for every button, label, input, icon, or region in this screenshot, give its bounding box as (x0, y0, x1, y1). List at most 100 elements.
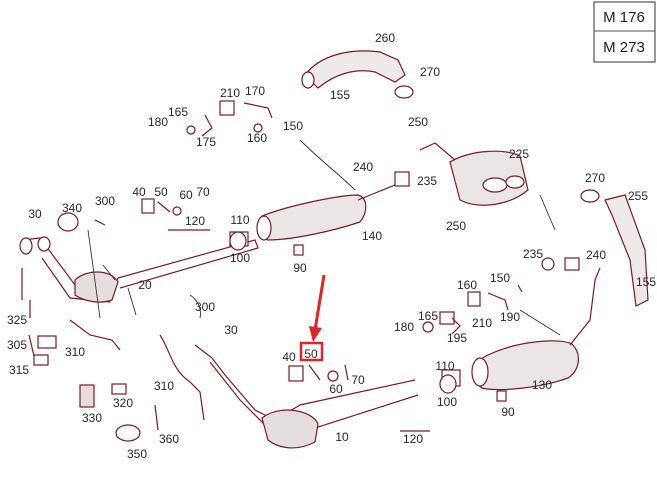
highlight-box (299, 341, 324, 362)
ring-100-upper (229, 231, 247, 251)
ring-100-lower (439, 374, 457, 394)
bolt-360 (154, 404, 159, 431)
part-160-lower (467, 291, 481, 307)
part-label-130: 130 (532, 378, 552, 392)
part-label-310: 310 (154, 379, 174, 393)
part-label-175: 175 (196, 135, 216, 149)
part-40-lower (288, 365, 304, 382)
bolt-70-lower (344, 364, 349, 381)
highlight-callout (299, 274, 326, 362)
part-label-210: 210 (220, 86, 240, 100)
part-50-lower (308, 364, 321, 381)
part-label-360: 360 (159, 432, 179, 446)
part-label-60: 60 (329, 382, 343, 396)
pipe-130-outlet (569, 267, 601, 346)
part-315 (33, 354, 49, 366)
model-code-1: M 176 (603, 9, 645, 26)
part-label-210: 210 (472, 316, 492, 330)
part-label-160: 160 (247, 131, 267, 145)
part-305-body (37, 335, 57, 349)
pipe-260 (304, 50, 406, 89)
washer-180-upper (186, 125, 196, 135)
hanger-195 (451, 317, 461, 335)
part-label-260: 260 (375, 31, 395, 45)
part-label-100: 100 (437, 395, 457, 409)
part-label-330: 330 (82, 411, 102, 425)
part-label-120: 120 (403, 432, 423, 446)
part-label-20: 20 (138, 278, 152, 292)
part-label-40: 40 (282, 350, 296, 364)
catalyst-10 (261, 409, 319, 449)
part-label-40: 40 (132, 185, 146, 199)
muffler-130 (473, 340, 579, 391)
part-label-110: 110 (435, 359, 454, 373)
part-label-165: 165 (168, 105, 188, 119)
part-label-100: 100 (230, 251, 250, 265)
clamp-350 (115, 424, 141, 442)
part-label-170: 170 (245, 84, 265, 98)
part-label-30: 30 (224, 323, 238, 337)
part-label-60: 60 (179, 188, 193, 202)
muffler-225 (449, 150, 529, 206)
leader-300-upper (127, 287, 137, 316)
lower-assembly (159, 229, 601, 449)
muffler-130-inlet (471, 357, 489, 387)
model-box: M 176 M 273 (593, 1, 656, 63)
part-340 (57, 212, 79, 232)
washer-180-lower (422, 321, 434, 333)
cable-310-upper (69, 319, 121, 351)
leader-150-muffler (299, 139, 356, 191)
part-330 (79, 384, 95, 408)
highlight-arrow-head (309, 326, 322, 342)
part-label-325: 325 (7, 313, 27, 327)
bolt-150-lower (517, 284, 523, 293)
leader-20 (102, 264, 116, 281)
part-50-upper (157, 201, 171, 213)
part-label-305: 305 (7, 338, 27, 352)
part-label-300: 300 (195, 300, 215, 314)
part-170-upper (243, 102, 273, 119)
part-label-350: 350 (127, 447, 147, 461)
clamp-270-top (394, 85, 414, 99)
part-label-255: 255 (628, 189, 648, 203)
part-label-165: 165 (418, 309, 438, 323)
pipe-260-end (301, 71, 315, 89)
model-box-frame (593, 1, 656, 63)
hanger-240-upper (394, 171, 410, 187)
front-pipe-10-top (194, 344, 416, 421)
muffler-225-outlet-1 (482, 177, 508, 193)
part-label-150: 150 (490, 271, 510, 285)
part-label-310: 310 (65, 345, 85, 359)
part-label-300: 300 (95, 194, 115, 208)
washer-60-upper (172, 206, 182, 216)
part-165-lower (439, 311, 455, 325)
part-label-30: 30 (28, 207, 42, 221)
catalyst-20 (74, 271, 119, 303)
part-label-10: 10 (335, 430, 349, 444)
part-210-upper (219, 100, 235, 116)
upper-assembly (19, 50, 649, 442)
cable-310-lower (159, 334, 205, 421)
part-label-180: 180 (148, 115, 168, 129)
part-label-70: 70 (196, 185, 210, 199)
part-label-235: 235 (523, 247, 543, 261)
muffler-140-inlet (256, 215, 272, 241)
tailpipe-255 (604, 194, 649, 307)
hanger-240-lower (564, 257, 580, 271)
part-label-240: 240 (353, 160, 373, 174)
part-label-50: 50 (154, 185, 168, 199)
nut-90-lower (496, 390, 507, 402)
leader-lines (87, 139, 561, 336)
model-code-2: M 273 (603, 39, 645, 56)
leader-300-lower (189, 294, 201, 319)
pipe-20-end-2 (37, 236, 51, 252)
part-label-225: 225 (509, 147, 529, 161)
washer-160-upper (253, 123, 263, 133)
leader-340 (87, 229, 101, 319)
clamp-270-right (580, 189, 600, 203)
part-190-lower (487, 292, 509, 311)
part-label-235: 235 (417, 174, 437, 188)
nut-90-upper (293, 244, 304, 256)
